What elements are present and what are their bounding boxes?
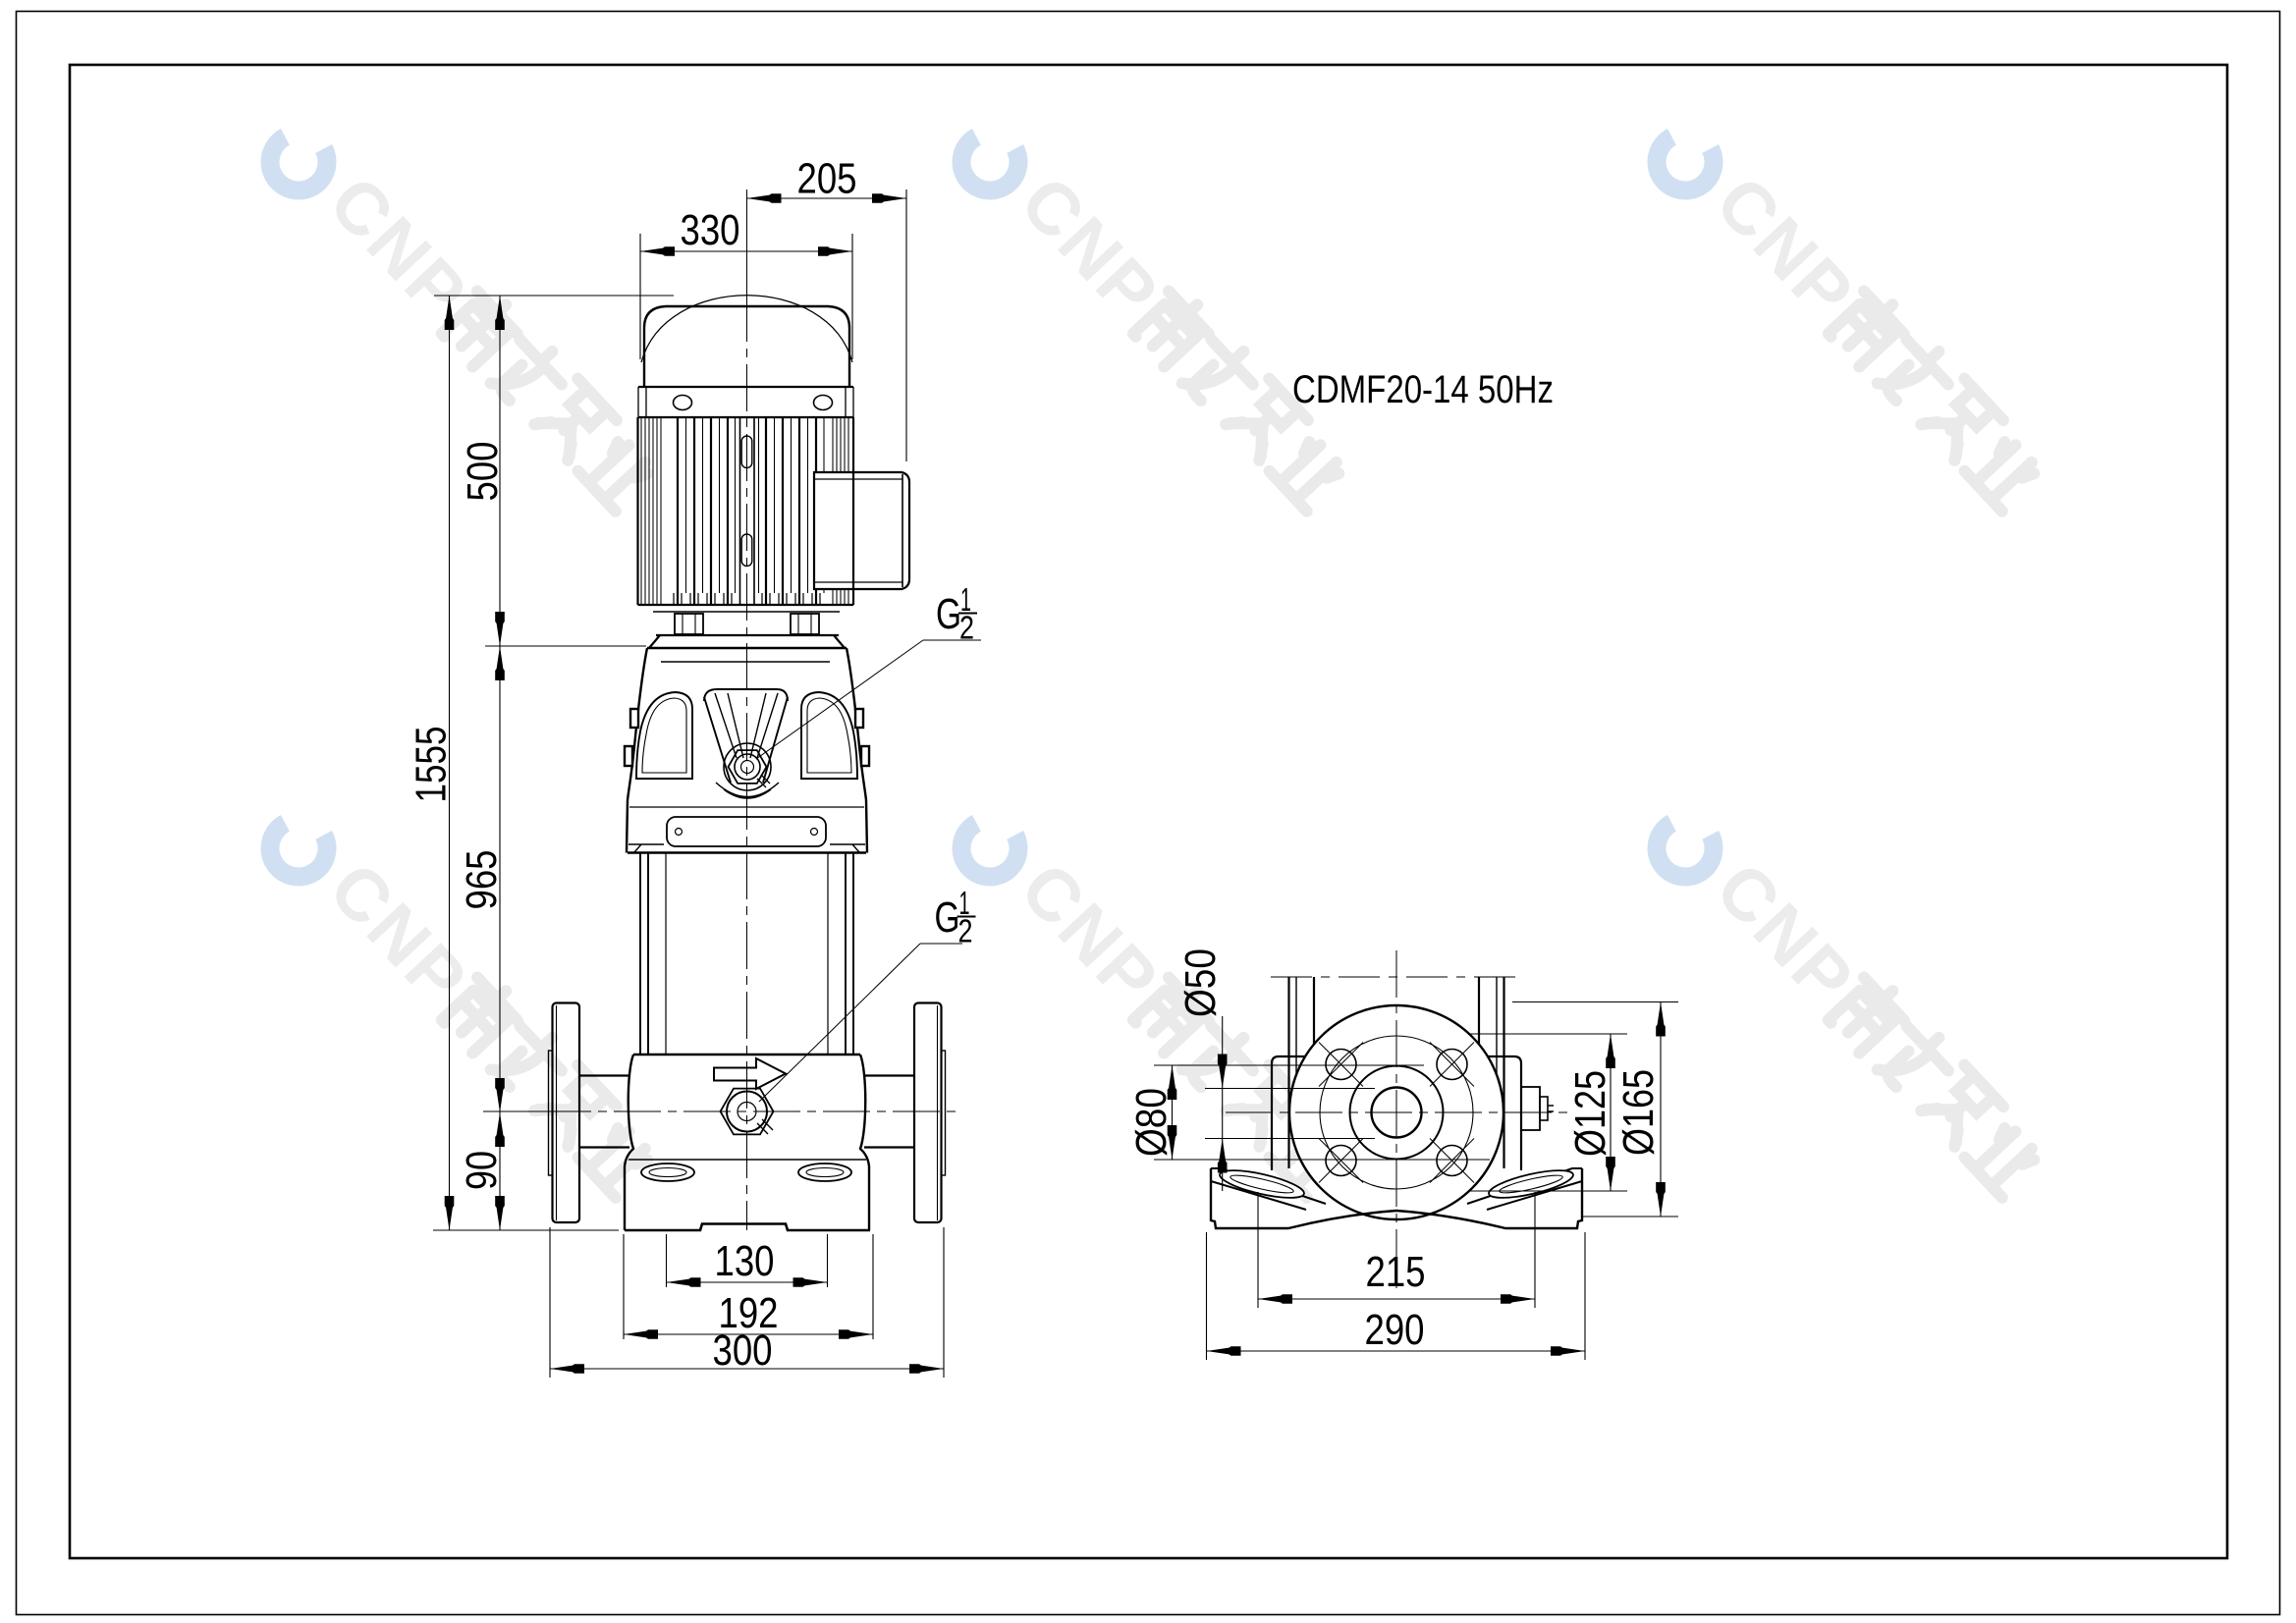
svg-text:192: 192 [719, 1289, 779, 1337]
svg-text:290: 290 [1365, 1306, 1425, 1354]
svg-text:2: 2 [959, 610, 974, 646]
svg-text:Ø80: Ø80 [1127, 1088, 1175, 1157]
svg-text:CDMF20-14 50Hz: CDMF20-14 50Hz [1292, 368, 1554, 411]
svg-text:330: 330 [681, 206, 740, 254]
svg-text:1: 1 [960, 581, 971, 618]
svg-text:500: 500 [459, 442, 507, 502]
svg-text:2: 2 [958, 913, 973, 949]
svg-text:130: 130 [715, 1237, 775, 1285]
svg-text:Ø50: Ø50 [1176, 948, 1225, 1017]
svg-text:G: G [936, 590, 961, 638]
svg-text:965: 965 [458, 850, 506, 910]
svg-text:205: 205 [797, 155, 857, 203]
svg-text:1: 1 [959, 885, 970, 921]
svg-text:215: 215 [1366, 1248, 1426, 1296]
svg-text:90: 90 [458, 1151, 506, 1190]
svg-text:1555: 1555 [408, 727, 456, 803]
svg-text:G: G [935, 893, 960, 942]
svg-text:300: 300 [713, 1326, 773, 1375]
svg-text:Ø165: Ø165 [1614, 1069, 1663, 1156]
svg-text:Ø125: Ø125 [1566, 1070, 1614, 1157]
